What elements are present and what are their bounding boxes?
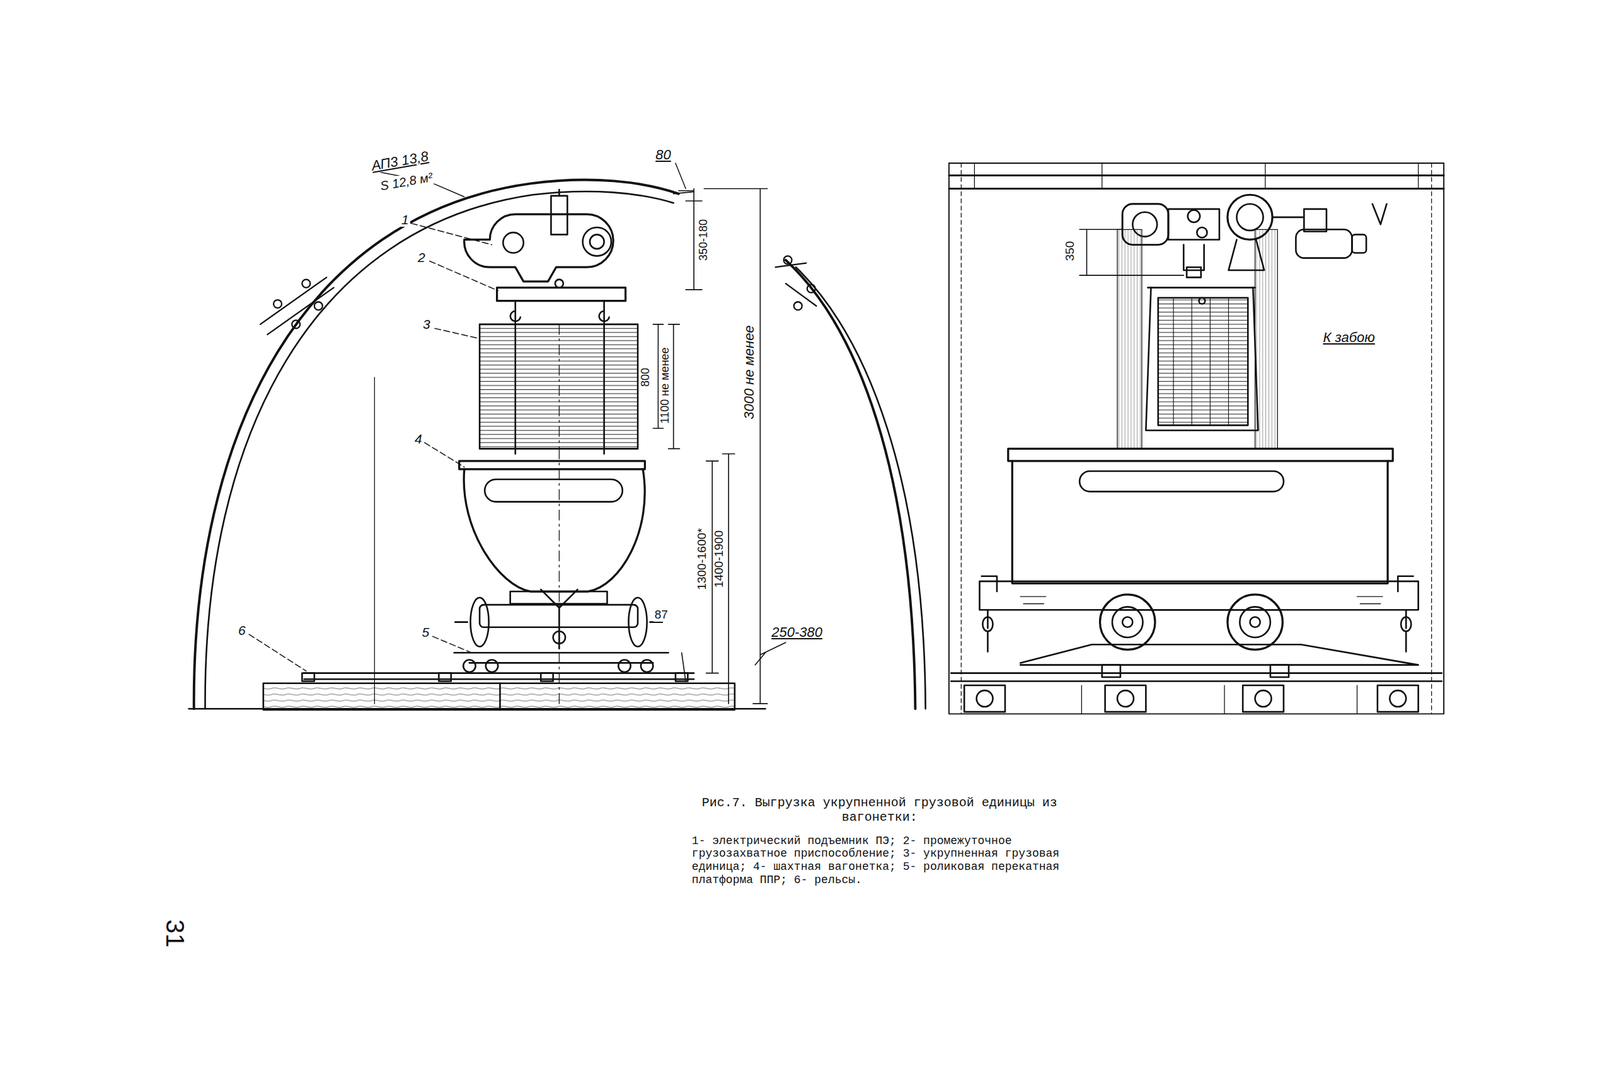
dimension: 350-180 xyxy=(697,217,711,262)
dimension: 350 xyxy=(1063,239,1077,263)
callout-number: 1 xyxy=(400,212,411,227)
dimension: 1400-1900 xyxy=(712,529,726,590)
callout-number: 6 xyxy=(236,623,248,638)
profile-mark: АП3 13,8 xyxy=(369,148,432,174)
legend-text: 1- электрический подъемник ПЭ; 2- промеж… xyxy=(691,834,1072,888)
callout-number: 5 xyxy=(420,625,431,640)
dimension: 250-380 xyxy=(770,625,824,641)
dimension: 3000 не менее xyxy=(741,323,757,421)
callout-number: 2 xyxy=(416,250,427,265)
dimension: 87 xyxy=(653,608,670,622)
dimension: 1300-1600* xyxy=(695,526,709,592)
figure-caption: Рис.7. Выгрузка укрупненной грузовой еди… xyxy=(690,795,1070,825)
direction-note: К забою xyxy=(1321,330,1376,346)
dimension: 1100 не менее xyxy=(659,346,672,426)
page-number: 31 xyxy=(161,918,190,950)
callout-number: 3 xyxy=(421,316,432,332)
dimension: 80 xyxy=(654,147,672,163)
callout-number: 4 xyxy=(413,431,424,447)
dimension: 800 xyxy=(639,366,653,389)
